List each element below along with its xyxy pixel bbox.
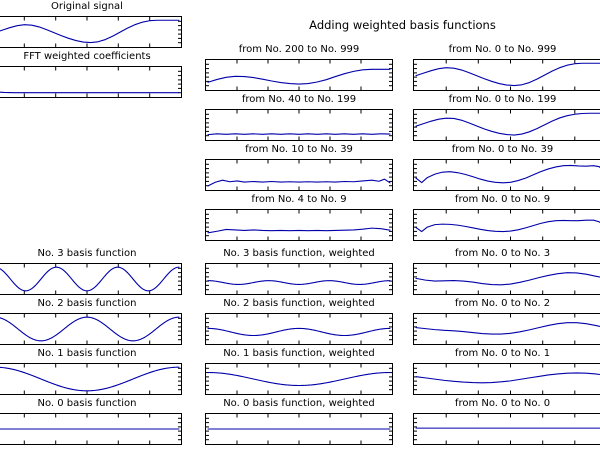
data-trace (416, 323, 600, 334)
axes-title: from No. 0 to No. 999 (448, 44, 557, 55)
axes-title: No. 0 basis function (37, 398, 137, 409)
data-trace (416, 165, 600, 182)
axes-title: from No. 200 to No. 999 (238, 44, 360, 55)
axes-title: from No. 4 to No. 9 (251, 194, 347, 205)
plot-panel (205, 59, 393, 91)
plot-panel (0, 363, 182, 395)
data-trace (0, 317, 179, 341)
plot-panel (205, 363, 393, 395)
axis-ticks (206, 210, 392, 240)
axis-ticks (206, 110, 392, 140)
data-trace (0, 92, 179, 93)
axis-ticks (23, 364, 181, 394)
data-trace (208, 228, 390, 233)
axes-title: No. 2 basis function, weighted (223, 298, 375, 309)
axis-ticks (206, 414, 392, 444)
axes-title: No. 1 basis function, weighted (223, 348, 375, 359)
axes-title: from No. 0 to No. 0 (454, 398, 551, 409)
figure-suptitle: Adding weighted basis functions (309, 18, 496, 32)
axes-title: from No. 40 to No. 199 (241, 94, 357, 105)
plot-panel (205, 263, 393, 295)
plot-panel (205, 159, 393, 191)
axis-ticks (23, 17, 181, 47)
plot-panel (413, 59, 600, 91)
plot-panel (413, 109, 600, 141)
data-trace (0, 20, 179, 42)
axis-ticks (206, 264, 392, 294)
data-trace (208, 69, 390, 84)
axis-ticks (206, 364, 392, 394)
data-trace (0, 367, 179, 391)
axis-ticks (23, 414, 181, 444)
data-trace (416, 220, 600, 231)
axes-title: No. 2 basis function (37, 298, 137, 309)
data-trace (208, 373, 390, 386)
axis-ticks (414, 110, 576, 140)
axes-title: from No. 0 to No. 39 (451, 144, 554, 155)
data-trace (208, 134, 390, 135)
axis-ticks (206, 60, 392, 90)
plot-panel (413, 209, 600, 241)
axis-ticks (206, 160, 392, 190)
axis-ticks (23, 67, 181, 97)
axes-title: FFT weighted coefficients (23, 51, 151, 62)
axes-title: from No. 0 to No. 199 (448, 94, 557, 105)
plot-panel (0, 263, 182, 295)
axes-title: No. 1 basis function (37, 348, 137, 359)
plot-panel (205, 413, 393, 445)
axes-title: from No. 0 to No. 1 (454, 348, 551, 359)
plot-panel (413, 363, 600, 395)
axis-ticks (414, 314, 576, 344)
data-trace (208, 179, 390, 186)
axes-title: from No. 0 to No. 9 (454, 194, 551, 205)
axes-title: from No. 0 to No. 3 (454, 248, 551, 259)
plot-panel (413, 413, 600, 445)
plot-panel (413, 159, 600, 191)
axes-title: No. 3 basis function (37, 248, 137, 259)
axis-ticks (414, 160, 576, 190)
axes-title: No. 0 basis function, weighted (223, 398, 375, 409)
axis-ticks (414, 414, 576, 444)
plot-panel (0, 16, 182, 48)
plot-panel (205, 313, 393, 345)
axes-title: from No. 10 to No. 39 (245, 144, 353, 155)
data-trace (208, 281, 390, 285)
data-trace (208, 328, 390, 335)
plot-panel (413, 313, 600, 345)
plot-panel (0, 313, 182, 345)
axis-ticks (23, 314, 181, 344)
axes-title: No. 3 basis function, weighted (223, 248, 375, 259)
data-trace (416, 113, 600, 135)
axis-ticks (206, 314, 392, 344)
plot-panel (205, 209, 393, 241)
data-trace (0, 267, 179, 291)
axis-ticks (414, 264, 576, 294)
axis-ticks (414, 364, 576, 394)
axis-ticks (414, 60, 576, 90)
plot-panel (0, 66, 182, 98)
data-trace (416, 273, 600, 285)
plot-panel (0, 413, 182, 445)
plot-panel (413, 263, 600, 295)
axis-ticks (414, 210, 576, 240)
axes-title: Original signal (51, 1, 123, 12)
axes-title: from No. 0 to No. 2 (454, 298, 551, 309)
data-trace (416, 63, 600, 85)
data-trace (416, 373, 600, 383)
plot-panel (205, 109, 393, 141)
